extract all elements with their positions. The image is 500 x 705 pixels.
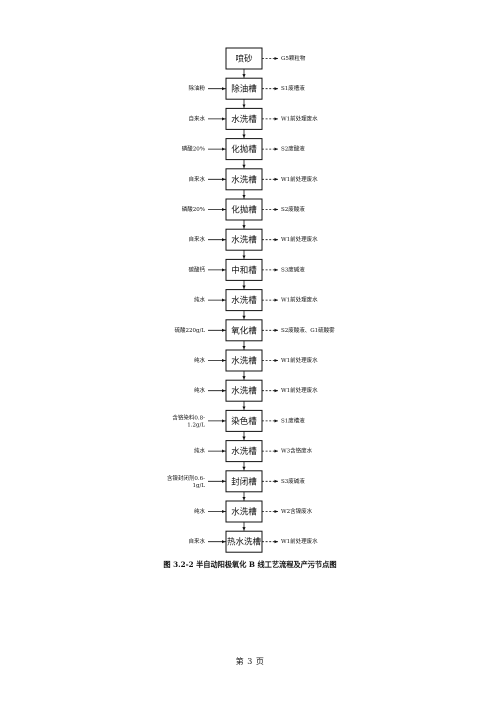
step-label: 水洗槽 xyxy=(231,174,257,185)
step-label: 中和槽 xyxy=(231,265,257,276)
process-step: 水洗槽 自来水 W1前处理废水 xyxy=(188,107,318,130)
step-label: 染色槽 xyxy=(231,416,257,427)
output-label: S1废槽液 xyxy=(281,84,305,92)
output-label: W1前处理废水 xyxy=(281,386,318,394)
process-step: 水洗槽 自来水 W1前处理废水 xyxy=(188,168,318,191)
output-label: S1废槽液 xyxy=(281,416,305,424)
input-label: 自来水 xyxy=(188,175,205,183)
input-label: 纯水 xyxy=(194,296,206,304)
step-label: 水洗槽 xyxy=(231,507,257,518)
process-step: 热水洗槽 自来水 W1前处理废水 xyxy=(188,530,318,553)
process-step: 中和槽 碳酸钙 S3废碱液 xyxy=(188,258,305,281)
output-label: W1前处理废水 xyxy=(281,356,318,364)
step-label: 热水洗槽 xyxy=(227,537,262,548)
process-step: 喷砂 G5颗粒物 xyxy=(225,47,306,70)
process-step: 化抛槽 磷酸20% S2废酸液 xyxy=(182,198,305,221)
step-label: 水洗槽 xyxy=(231,235,257,246)
input-label: 含铬染料0.8-1.2g/L xyxy=(172,413,205,428)
output-label: S2废酸液 xyxy=(281,145,305,153)
step-label: 化抛槽 xyxy=(231,205,257,216)
output-label: G5颗粒物 xyxy=(281,54,306,62)
step-label: 化抛槽 xyxy=(231,144,257,155)
step-label: 水洗槽 xyxy=(231,295,257,306)
input-label: 纯水 xyxy=(194,507,206,515)
output-label: S2废酸液、G1硫酸雾 xyxy=(281,326,335,334)
input-label: 纯水 xyxy=(194,356,206,364)
step-label: 封闭槽 xyxy=(231,476,257,487)
step-label: 氧化槽 xyxy=(231,325,257,336)
output-label: W1前处理废水 xyxy=(281,175,318,183)
process-step: 化抛槽 磷酸20% S2废酸液 xyxy=(182,138,305,161)
input-label: 磷酸20% xyxy=(182,205,205,213)
output-label: W1前处理废水 xyxy=(281,235,318,243)
input-label: 纯水 xyxy=(194,447,206,455)
input-label: 自来水 xyxy=(188,114,205,122)
output-label: W2含镍废水 xyxy=(281,507,313,515)
input-label: 碳酸钙 xyxy=(188,265,205,273)
output-label: W1前处理废水 xyxy=(281,114,318,122)
process-step: 除油槽 除油粉 S1废槽液 xyxy=(188,77,305,100)
input-label: 含镍封闭剂0.6-1g/L xyxy=(167,473,205,488)
output-label: S2废酸液 xyxy=(281,205,305,213)
input-label: 磷酸20% xyxy=(182,145,205,153)
input-label: 自来水 xyxy=(188,235,205,243)
output-label: S3废碱液 xyxy=(281,265,305,273)
page-number: 第 3 页 xyxy=(235,657,265,666)
output-label: W1前处理废水 xyxy=(281,537,318,545)
step-label: 水洗槽 xyxy=(231,356,257,367)
process-step: 水洗槽 纯水 W1前处理废水 xyxy=(194,349,318,372)
input-label: 纯水 xyxy=(194,386,206,394)
process-step: 水洗槽 纯水 W1前处理废水 xyxy=(194,289,318,312)
process-step: 水洗槽 纯水 W3含铬废水 xyxy=(194,440,313,463)
output-label: W1前处理废水 xyxy=(281,296,318,304)
input-label: 自来水 xyxy=(188,537,205,545)
process-step: 水洗槽 自来水 W1前处理废水 xyxy=(188,228,318,251)
step-label: 水洗槽 xyxy=(231,446,257,457)
output-label: S3废碱液 xyxy=(281,477,305,485)
process-step: 封闭槽 含镍封闭剂0.6-1g/L S3废碱液 xyxy=(167,470,305,493)
step-label: 除油槽 xyxy=(231,84,257,95)
step-label: 喷砂 xyxy=(235,54,253,65)
step-label: 水洗槽 xyxy=(231,386,257,397)
process-step: 水洗槽 纯水 W1前处理废水 xyxy=(194,379,318,402)
step-label: 水洗槽 xyxy=(231,114,257,125)
output-label: W3含铬废水 xyxy=(281,447,313,455)
process-step: 氧化槽 硫酸220g/L S2废酸液、G1硫酸雾 xyxy=(174,319,335,342)
process-step: 染色槽 含铬染料0.8-1.2g/L S1废槽液 xyxy=(172,409,305,432)
input-label: 除油粉 xyxy=(188,84,205,92)
figure-caption: 图 3.2-2 半自动阳极氧化 B 线工艺流程及产污节点图 xyxy=(163,560,337,569)
process-step: 水洗槽 纯水 W2含镍废水 xyxy=(194,500,313,523)
input-label: 硫酸220g/L xyxy=(174,326,205,334)
